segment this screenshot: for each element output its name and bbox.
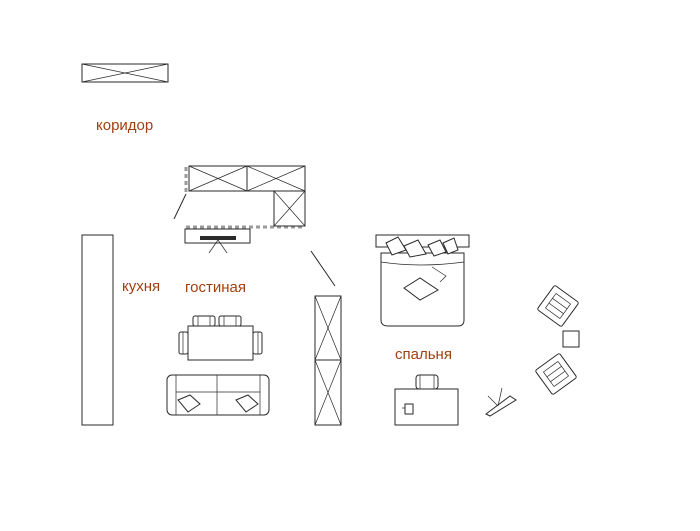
easel-icon <box>485 387 517 417</box>
room-label-corridor: коридор <box>96 117 154 134</box>
desk-icon <box>394 374 459 426</box>
room-label-kitchen: кухня <box>122 278 161 295</box>
corridor-shelf-icon <box>81 63 169 83</box>
room-label-bedroom: спальня <box>395 346 452 363</box>
wall-cabinet-icon <box>184 165 306 229</box>
kitchen-counter-icon <box>81 234 114 426</box>
double-bed-icon <box>375 234 470 327</box>
tv-stand-icon <box>184 228 251 254</box>
dining-table-icon <box>178 315 263 361</box>
sofa-icon <box>166 374 270 416</box>
room-label-living-room: гостиная <box>185 279 246 296</box>
side-table-icon <box>562 330 580 348</box>
door-swing-line <box>310 250 336 287</box>
armchair-icon <box>537 285 579 327</box>
armchair-icon <box>535 353 577 395</box>
door-swing-line <box>173 193 187 220</box>
bookcase-icon <box>314 295 342 426</box>
